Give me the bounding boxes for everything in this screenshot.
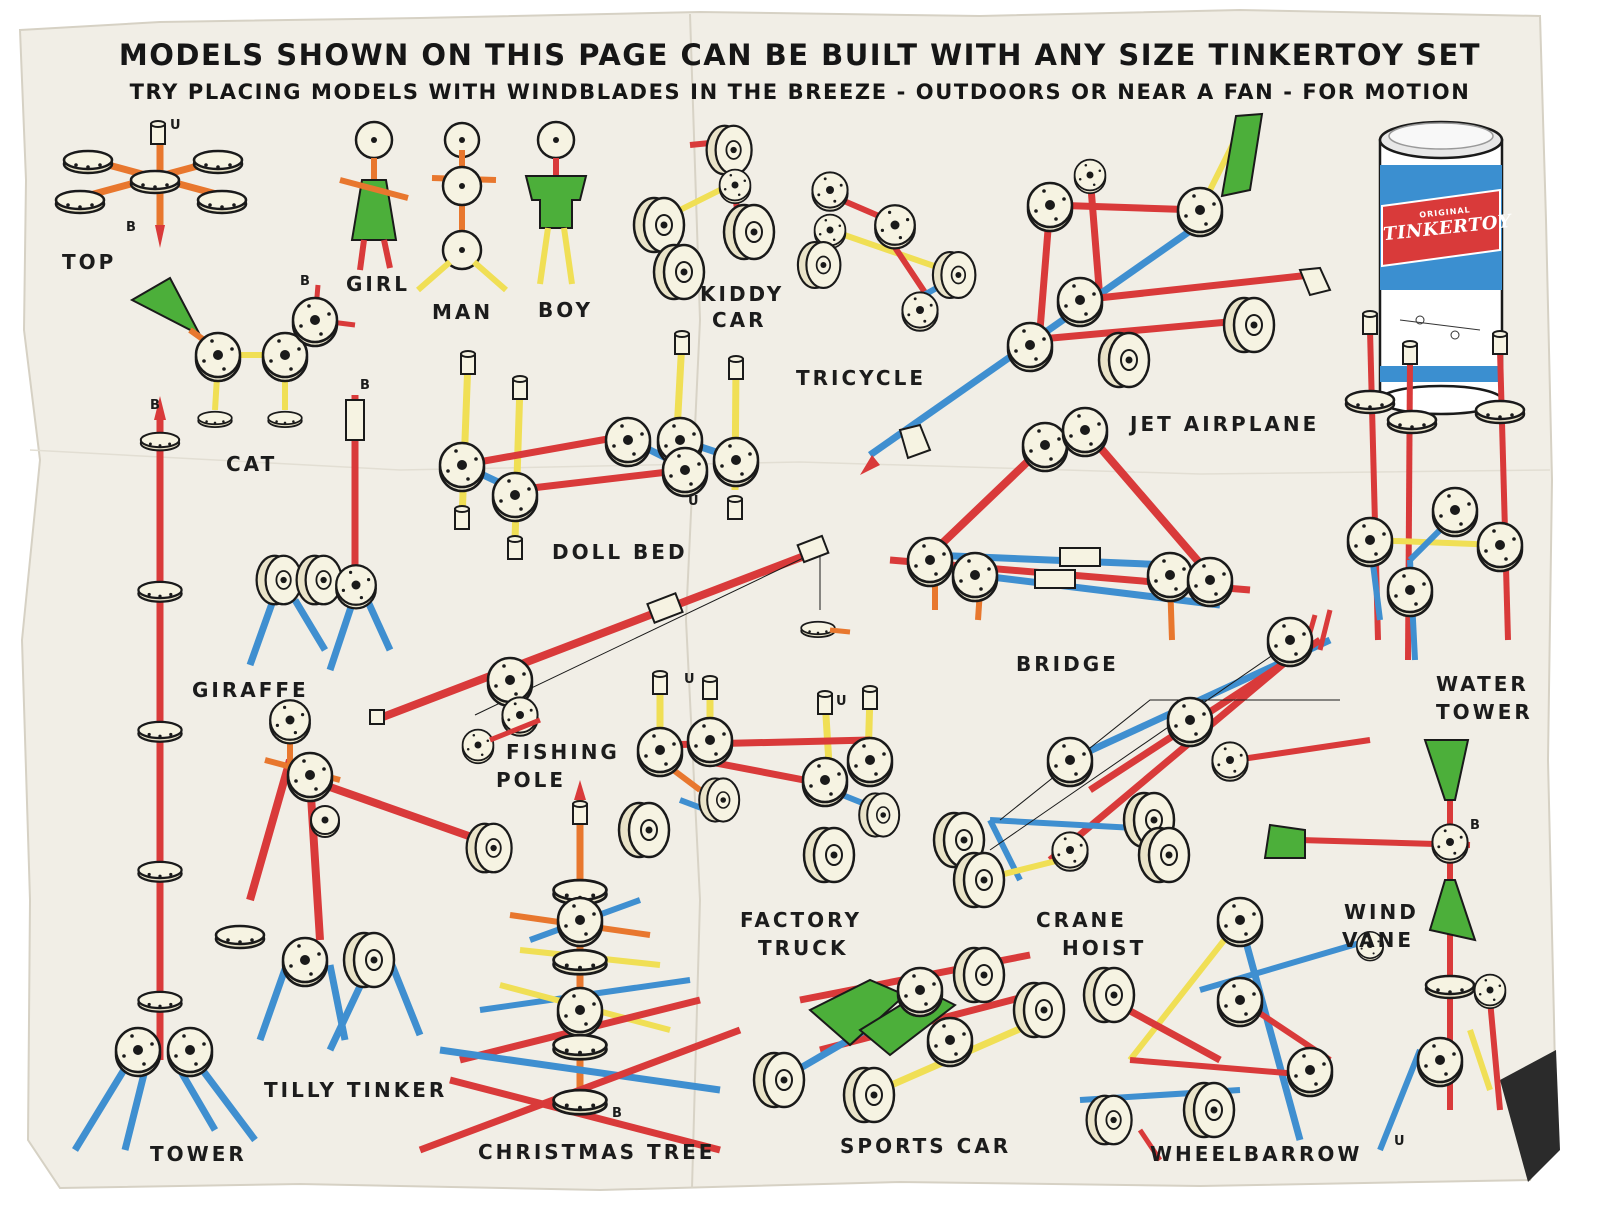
part-mark-b: B [126, 220, 136, 235]
part-mark-b: B [150, 398, 160, 413]
page-headline: MODELS SHOWN ON THIS PAGE CAN BE BUILT W… [118, 38, 1482, 72]
label-tricycle: TRICYCLE [796, 366, 927, 390]
label-wind-vane-line2: VANE [1342, 928, 1414, 952]
doll-bed-model [438, 330, 760, 560]
label-water-tower-line1: WATER [1436, 672, 1529, 696]
factory-truck-model [617, 670, 901, 884]
wind-vane-model [1263, 739, 1507, 1152]
cat-model [129, 276, 356, 428]
part-mark-u: U [170, 118, 181, 133]
label-wind-vane-line1: WIND [1344, 900, 1419, 924]
part-mark-b: B [300, 274, 310, 289]
fishing-pole-model [369, 534, 851, 765]
label-doll-bed: DOLL BED [552, 540, 688, 564]
bridge-model [889, 406, 1251, 641]
label-boy: BOY [538, 298, 594, 322]
label-fishing-pole-line2: POLE [496, 768, 567, 792]
tinkertoy-can [1378, 120, 1504, 416]
part-mark-u: U [836, 694, 847, 709]
label-cat: CAT [226, 452, 278, 476]
part-mark-u: U [684, 672, 695, 687]
label-sports-car: SPORTS CAR [840, 1134, 1012, 1158]
part-mark-u: U [688, 494, 699, 509]
label-kiddy-car-line1: KIDDY [700, 282, 785, 306]
part-mark-b: B [360, 378, 370, 393]
sports-car-model [752, 946, 1066, 1124]
label-giraffe: GIRAFFE [192, 678, 309, 702]
label-top: TOP [62, 250, 117, 274]
paper-sheet [18, 8, 1558, 1192]
label-factory-truck-line2: TRUCK [758, 936, 849, 960]
top-model [54, 120, 248, 248]
label-factory-truck-line1: FACTORY [740, 908, 862, 932]
man-model [416, 121, 508, 293]
label-girl: GIRL [346, 272, 411, 296]
part-mark-b: B [1470, 818, 1480, 833]
tricycle-model [796, 171, 977, 332]
wheelbarrow-model [1079, 896, 1384, 1162]
label-tilly-tinker: TILLY TINKER [264, 1078, 448, 1102]
tilly-tinker-model [214, 699, 513, 1052]
boy-model [524, 120, 588, 285]
crane-hoist-model [932, 609, 1371, 909]
label-crane-hoist-line2: HOIST [1062, 936, 1147, 960]
label-tower: TOWER [150, 1142, 247, 1166]
part-mark-u: U [1394, 1134, 1405, 1149]
label-bridge: BRIDGE [1016, 652, 1119, 676]
part-mark-b: B [612, 1106, 622, 1121]
label-christmas-tree: CHRISTMAS TREE [478, 1140, 716, 1164]
jet-airplane-model [860, 112, 1332, 475]
label-fishing-pole-line1: FISHING [506, 740, 620, 764]
water-tower-model [1344, 310, 1526, 661]
label-wheelbarrow: WHEELBARROW [1150, 1142, 1363, 1166]
label-water-tower-line2: TOWER [1436, 700, 1533, 724]
label-jet-airplane: JET AIRPLANE [1130, 412, 1320, 436]
label-man: MAN [432, 300, 494, 324]
girl-model [339, 120, 409, 271]
label-kiddy-car-line2: CAR [712, 308, 767, 332]
christmas-tree-model [418, 780, 742, 1154]
giraffe-model [246, 395, 394, 672]
label-crane-hoist-line1: CRANE [1036, 908, 1127, 932]
page-subheadline: TRY PLACING MODELS WITH WINDBLADES IN TH… [129, 80, 1471, 104]
tower-model [72, 396, 258, 1152]
kiddy-car-model [632, 124, 776, 301]
